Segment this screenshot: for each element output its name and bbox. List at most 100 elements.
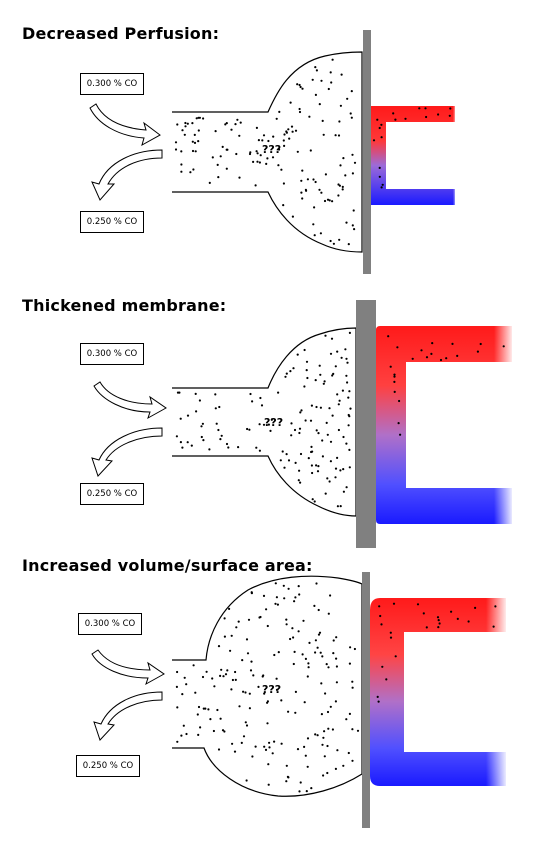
co-dot: [287, 587, 290, 590]
panel-heading: Increased volume/surface area:: [22, 556, 313, 575]
co-dot: [276, 603, 279, 606]
co-dot: [381, 183, 384, 186]
co-dot: [211, 677, 214, 680]
co-dot: [305, 369, 308, 372]
co-dot: [334, 476, 337, 479]
co-dot: [291, 130, 294, 133]
co-dot: [310, 404, 313, 407]
co-dot: [312, 223, 315, 226]
co-dot: [245, 779, 248, 782]
co-dot: [314, 93, 317, 96]
co-dot: [304, 419, 307, 422]
co-dot: [217, 428, 220, 432]
co-dot: [344, 174, 347, 177]
co-dot: [246, 427, 249, 431]
co-dot: [345, 718, 348, 721]
blood-co-dots: [376, 602, 497, 703]
co-dot: [331, 414, 334, 417]
co-dot: [205, 670, 208, 673]
co-dot: [299, 411, 302, 414]
co-dot: [249, 392, 252, 396]
co-dot: [275, 677, 278, 680]
co-dot: [245, 724, 249, 727]
co-dot: [176, 670, 179, 674]
co-dot: [185, 683, 188, 686]
co-dot: [306, 765, 309, 768]
co-dot: [290, 422, 293, 425]
co-dot: [345, 357, 348, 360]
co-dot: [324, 173, 327, 176]
co-dot: [252, 674, 255, 677]
co-dot: [282, 139, 285, 142]
co-dot: [307, 666, 310, 669]
co-dot: [378, 166, 381, 169]
co-dot: [304, 754, 307, 757]
co-dot: [225, 442, 229, 446]
co-dot: [269, 429, 272, 432]
co-dot: [277, 391, 280, 394]
co-dot: [314, 733, 317, 736]
co-dot: [231, 742, 234, 745]
co-dot: [217, 176, 220, 179]
co-dot: [337, 194, 340, 197]
co-dot: [328, 199, 331, 202]
co-dot: [179, 417, 182, 420]
co-dot: [176, 706, 179, 709]
co-dot: [327, 87, 330, 91]
co-dot: [342, 468, 345, 471]
co-dot: [334, 467, 338, 470]
co-dot: [265, 162, 268, 165]
co-dot: [310, 464, 313, 467]
co-dot: [294, 690, 297, 693]
co-dot: [198, 399, 201, 402]
alveolar-membrane: [356, 300, 376, 548]
co-dot: [208, 181, 211, 184]
co-dot: [272, 135, 275, 138]
co-dot: [494, 605, 497, 608]
co-dot: [299, 452, 303, 456]
co-dot: [299, 85, 302, 89]
co-dot: [240, 741, 243, 744]
co-dot: [197, 705, 201, 709]
co-dot: [305, 790, 308, 793]
co-dot: [337, 134, 341, 137]
co-dot: [438, 622, 441, 625]
co-dot: [334, 134, 337, 137]
co-dot: [280, 742, 283, 745]
co-dot: [436, 616, 440, 619]
co-dot: [332, 242, 335, 245]
co-dot: [336, 393, 339, 396]
co-molecule-dots: [174, 58, 357, 246]
co-dot: [257, 685, 260, 688]
co-dot: [204, 707, 207, 710]
co-dot: [325, 663, 328, 666]
co-dot: [263, 745, 266, 748]
co-dot: [299, 481, 302, 484]
co-dot: [325, 421, 328, 424]
co-dot: [380, 623, 383, 626]
co-dot: [349, 407, 352, 410]
co-dot: [378, 126, 381, 130]
co-dot: [298, 790, 301, 793]
outflow-arrow-icon: [93, 691, 163, 741]
co-dot: [346, 381, 349, 384]
co-dot: [225, 148, 228, 151]
co-dot: [178, 391, 181, 394]
co-dot: [175, 435, 178, 438]
co-dot: [238, 134, 241, 137]
co-dot: [313, 604, 316, 607]
co-dot: [234, 670, 237, 674]
co-dot: [297, 630, 300, 633]
co-dot: [285, 623, 288, 626]
co-dot: [379, 614, 382, 618]
co-dot: [287, 128, 290, 131]
co-dot: [268, 746, 271, 749]
co-dot: [348, 662, 351, 665]
co-dot: [430, 352, 433, 355]
co-dot: [293, 428, 297, 432]
co-dot: [341, 185, 344, 188]
co-dot: [212, 729, 215, 733]
co-dot: [254, 184, 257, 187]
outflow-concentration-label: 0.250 % CO: [80, 483, 144, 505]
co-dot: [437, 626, 440, 629]
